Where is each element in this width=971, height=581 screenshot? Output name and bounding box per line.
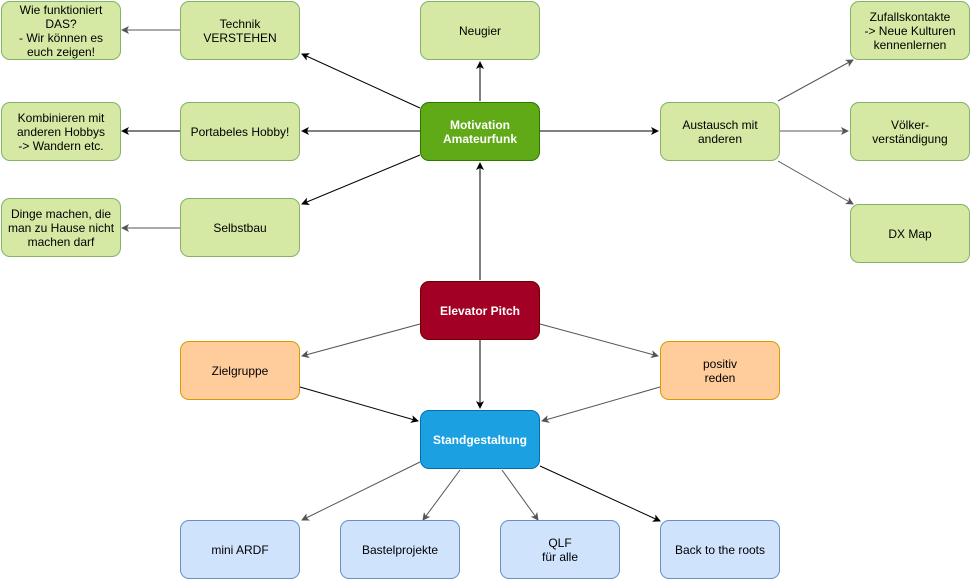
- node-voelkerverstaendigung[interactable]: Völker- verständigung: [850, 102, 970, 161]
- edge-standgestaltung-mini-ardf: [301, 461, 421, 521]
- node-technik-verstehen-label: Technik VERSTEHEN: [203, 16, 277, 45]
- edge-positiv-standgestaltung: [541, 386, 661, 423]
- node-kombinieren[interactable]: Kombinieren mit anderen Hobbys -> Wander…: [1, 102, 121, 161]
- node-kombinieren-label: Kombinieren mit anderen Hobbys -> Wander…: [16, 110, 106, 153]
- node-zielgruppe-label: Zielgruppe: [211, 363, 269, 378]
- node-bastelprojekte-label: Bastelprojekte: [361, 542, 439, 557]
- node-dx-map[interactable]: DX Map: [850, 204, 970, 263]
- node-voelkerverstaendigung-label: Völker- verständigung: [872, 117, 948, 146]
- edge-standgestaltung-back: [539, 465, 661, 522]
- node-neugier[interactable]: Neugier: [420, 1, 540, 60]
- node-qlf-fuer-alle[interactable]: QLF für alle: [500, 520, 620, 579]
- node-neugier-label: Neugier: [458, 23, 502, 38]
- node-austausch[interactable]: Austausch mit anderen: [660, 102, 780, 161]
- edge-zielgruppe-standgestaltung: [299, 386, 419, 423]
- node-austausch-label: Austausch mit anderen: [682, 117, 758, 146]
- node-portabeles-hobby-label: Portabeles Hobby!: [190, 124, 290, 139]
- node-motivation-amateurfunk[interactable]: Motivation Amateurfunk: [420, 102, 540, 161]
- node-zufallskontakte-label: Zufallskontakte -> Neue Kulturen kennenl…: [864, 9, 956, 52]
- node-standgestaltung[interactable]: Standgestaltung: [420, 410, 540, 469]
- node-selbstbau[interactable]: Selbstbau: [180, 198, 300, 257]
- node-bastelprojekte[interactable]: Bastelprojekte: [340, 520, 460, 579]
- node-wie-funktioniert-label: Wie funktioniert DAS? - Wir können es eu…: [18, 2, 104, 59]
- edge-standgestaltung-bastel: [422, 469, 461, 521]
- node-qlf-fuer-alle-label: QLF für alle: [541, 535, 579, 564]
- node-wie-funktioniert[interactable]: Wie funktioniert DAS? - Wir können es eu…: [1, 1, 121, 60]
- node-zielgruppe[interactable]: Zielgruppe: [180, 341, 300, 400]
- edge-motivation-technik: [301, 53, 421, 109]
- node-portabeles-hobby[interactable]: Portabeles Hobby!: [180, 102, 300, 161]
- node-positiv-reden-label: positiv reden: [702, 356, 737, 385]
- node-standgestaltung-label: Standgestaltung: [432, 432, 527, 447]
- node-motivation-amateurfunk-label: Motivation Amateurfunk: [442, 117, 517, 146]
- node-positiv-reden[interactable]: positiv reden: [660, 341, 780, 400]
- edge-motivation-selbstbau: [301, 154, 421, 206]
- edge-austausch-zufallskontakte: [777, 59, 854, 102]
- node-selbstbau-label: Selbstbau: [213, 220, 267, 235]
- node-technik-verstehen[interactable]: Technik VERSTEHEN: [180, 1, 300, 60]
- edge-elevator-positiv: [539, 323, 659, 359]
- node-mini-ardf-label: mini ARDF: [211, 542, 269, 557]
- node-dinge-machen-label: Dinge machen, die man zu Hause nicht mac…: [7, 206, 115, 249]
- edge-standgestaltung-qlf: [501, 469, 539, 521]
- node-elevator-pitch-label: Elevator Pitch: [439, 303, 521, 318]
- node-back-to-the-roots[interactable]: Back to the roots: [660, 520, 780, 579]
- node-dinge-machen[interactable]: Dinge machen, die man zu Hause nicht mac…: [1, 198, 121, 257]
- node-zufallskontakte[interactable]: Zufallskontakte -> Neue Kulturen kennenl…: [850, 1, 970, 60]
- edge-austausch-dxmap: [777, 160, 854, 205]
- node-elevator-pitch[interactable]: Elevator Pitch: [420, 281, 540, 340]
- node-mini-ardf[interactable]: mini ARDF: [180, 520, 300, 579]
- node-back-to-the-roots-label: Back to the roots: [674, 542, 766, 557]
- edge-elevator-zielgruppe: [301, 323, 421, 359]
- node-dx-map-label: DX Map: [888, 226, 932, 241]
